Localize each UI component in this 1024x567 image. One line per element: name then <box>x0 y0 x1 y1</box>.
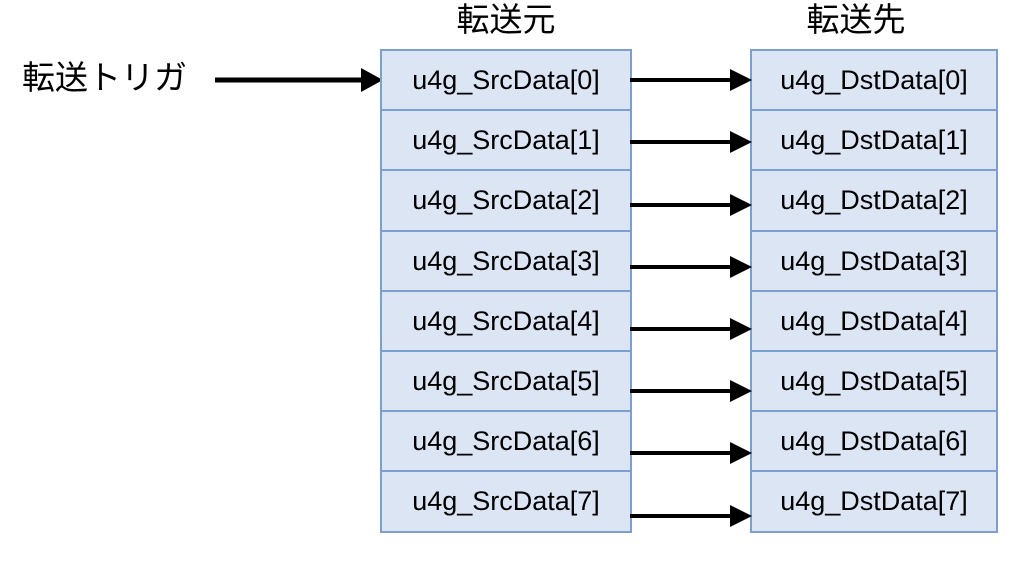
destination-cell[interactable]: u4g_DstData[2] <box>750 169 998 232</box>
transfer-arrow-icon <box>630 504 752 527</box>
source-column: u4g_SrcData[0] u4g_SrcData[1] u4g_SrcDat… <box>380 49 632 533</box>
source-cell[interactable]: u4g_SrcData[0] <box>380 49 632 112</box>
destination-cell-label: u4g_DstData[1] <box>780 125 968 156</box>
source-cell-label: u4g_SrcData[6] <box>412 426 600 457</box>
transfer-arrow-icon <box>630 442 752 465</box>
source-cell-label: u4g_SrcData[2] <box>412 185 600 216</box>
destination-cell[interactable]: u4g_DstData[0] <box>750 49 998 112</box>
transfer-arrow-icon <box>630 131 752 154</box>
transfer-arrow-icon <box>630 380 752 403</box>
destination-cell-label: u4g_DstData[0] <box>780 65 968 96</box>
destination-cell-label: u4g_DstData[6] <box>780 426 968 457</box>
source-cell[interactable]: u4g_SrcData[5] <box>380 349 632 413</box>
destination-cell-label: u4g_DstData[7] <box>780 486 968 517</box>
destination-cell-label: u4g_DstData[5] <box>780 366 968 397</box>
destination-cell[interactable]: u4g_DstData[7] <box>750 470 998 533</box>
source-cell-label: u4g_SrcData[3] <box>412 245 600 276</box>
destination-cell-label: u4g_DstData[4] <box>780 305 968 336</box>
destination-cell[interactable]: u4g_DstData[6] <box>750 410 998 473</box>
source-cell-label: u4g_SrcData[1] <box>412 125 600 156</box>
source-cell[interactable]: u4g_SrcData[3] <box>380 229 632 292</box>
source-column-title: 転送元 <box>456 1 556 38</box>
source-cell[interactable]: u4g_SrcData[6] <box>380 410 632 473</box>
destination-cell[interactable]: u4g_DstData[4] <box>750 289 998 352</box>
destination-cell-label: u4g_DstData[3] <box>780 245 968 276</box>
source-cell[interactable]: u4g_SrcData[2] <box>380 169 632 232</box>
transfer-trigger-label: 転送トリガ <box>22 59 187 96</box>
source-cell-label: u4g_SrcData[0] <box>412 65 600 96</box>
destination-column: u4g_DstData[0] u4g_DstData[1] u4g_DstDat… <box>750 49 998 533</box>
destination-cell[interactable]: u4g_DstData[3] <box>750 229 998 292</box>
destination-cell-label: u4g_DstData[2] <box>780 185 968 216</box>
source-cell-label: u4g_SrcData[5] <box>412 366 600 397</box>
transfer-arrow-icon <box>630 193 752 216</box>
source-cell[interactable]: u4g_SrcData[1] <box>380 109 632 172</box>
destination-cell[interactable]: u4g_DstData[1] <box>750 109 998 172</box>
transfer-arrow-icon <box>630 317 752 340</box>
source-cell[interactable]: u4g_SrcData[7] <box>380 470 632 533</box>
destination-column-title: 転送先 <box>806 1 906 38</box>
transfer-arrow-icon <box>630 255 752 278</box>
source-cell-label: u4g_SrcData[4] <box>412 305 600 336</box>
source-cell[interactable]: u4g_SrcData[4] <box>380 289 632 352</box>
transfer-arrow-icon <box>630 69 752 92</box>
destination-cell[interactable]: u4g_DstData[5] <box>750 349 998 413</box>
source-cell-label: u4g_SrcData[7] <box>412 486 600 517</box>
transfer-trigger-arrow-icon <box>215 68 383 92</box>
